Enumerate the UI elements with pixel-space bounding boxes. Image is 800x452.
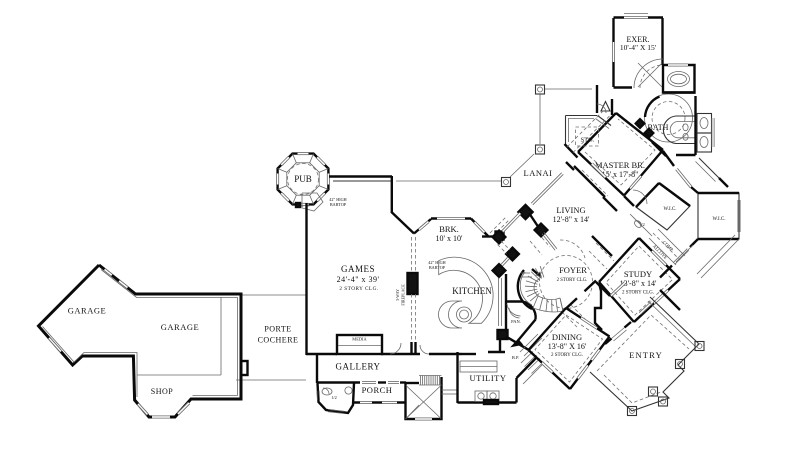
svg-text:24'-4" x 39': 24'-4" x 39' <box>337 275 380 284</box>
svg-text:COMP: COMP <box>662 240 675 253</box>
svg-text:SHOP: SHOP <box>151 387 174 396</box>
svg-text:FIREPLACE: FIREPLACE <box>401 284 406 306</box>
svg-text:42" HIGH: 42" HIGH <box>329 197 346 202</box>
svg-text:COCHERE: COCHERE <box>258 336 299 345</box>
svg-text:GARAGE: GARAGE <box>161 322 199 332</box>
svg-text:B.P.: B.P. <box>512 355 519 360</box>
svg-text:2 STORY CLG.: 2 STORY CLG. <box>557 278 588 283</box>
svg-text:MASTER BR.: MASTER BR. <box>595 160 645 170</box>
svg-text:PORTE: PORTE <box>264 325 291 334</box>
svg-text:GALLERY: GALLERY <box>336 362 381 372</box>
svg-text:15' x 17'-8": 15' x 17'-8" <box>602 170 639 179</box>
svg-text:1/2: 1/2 <box>331 395 336 400</box>
svg-text:FOYER: FOYER <box>559 265 587 275</box>
svg-text:13'-8" x 14': 13'-8" x 14' <box>620 279 657 288</box>
svg-text:DINING: DINING <box>552 332 582 342</box>
svg-text:PUB: PUB <box>294 174 312 184</box>
svg-text:2 STORY CLG.: 2 STORY CLG. <box>622 291 654 296</box>
svg-text:W.I.C.: W.I.C. <box>663 207 676 212</box>
svg-text:GARAGE: GARAGE <box>68 306 106 316</box>
svg-text:MEDIA: MEDIA <box>352 337 367 342</box>
svg-text:10' x 10': 10' x 10' <box>436 234 463 243</box>
svg-text:BARTOP: BARTOP <box>330 202 347 207</box>
svg-text:13'-8" X 16': 13'-8" X 16' <box>548 342 587 351</box>
svg-text:2 STORY CLG.: 2 STORY CLG. <box>339 286 378 292</box>
svg-text:3-WAY: 3-WAY <box>395 289 400 301</box>
svg-text:STUDY: STUDY <box>624 269 652 279</box>
svg-text:W.I.C.: W.I.C. <box>712 217 725 222</box>
svg-text:UTILITY: UTILITY <box>469 373 506 383</box>
svg-text:GAMES: GAMES <box>341 264 375 274</box>
svg-text:LIVING: LIVING <box>556 205 585 215</box>
svg-text:PORCH: PORCH <box>362 385 393 395</box>
svg-text:BATH: BATH <box>648 123 669 132</box>
svg-text:BRK.: BRK. <box>439 224 459 234</box>
svg-text:KITCHEN: KITCHEN <box>452 286 492 296</box>
svg-text:10'-4" X 15': 10'-4" X 15' <box>620 43 657 52</box>
svg-text:PAN.: PAN. <box>511 319 521 324</box>
svg-text:STG.: STG. <box>581 137 595 144</box>
svg-text:2 STORY CLG.: 2 STORY CLG. <box>551 353 583 358</box>
svg-text:EXER.: EXER. <box>627 35 650 44</box>
svg-text:42" HIGH: 42" HIGH <box>428 260 445 265</box>
svg-text:12'-8" x 14': 12'-8" x 14' <box>553 215 590 224</box>
svg-text:ENTRY: ENTRY <box>629 350 663 360</box>
svg-text:BARTOP: BARTOP <box>429 265 446 270</box>
svg-text:LANAI: LANAI <box>524 168 553 178</box>
